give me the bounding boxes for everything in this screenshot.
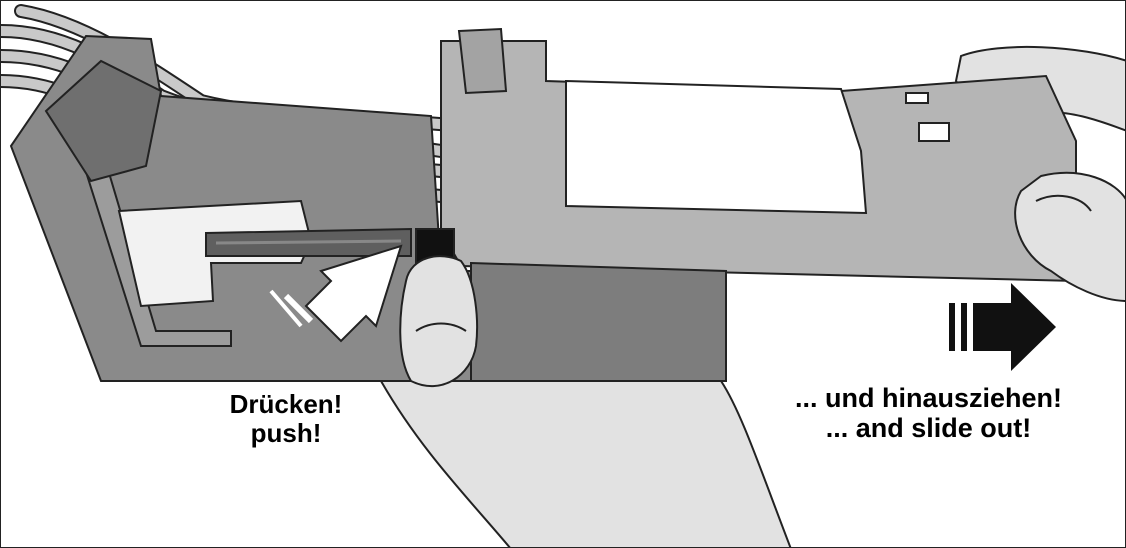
slide-arrow-icon: [949, 283, 1056, 371]
right-thumb: [1014, 171, 1125, 302]
housing-top-clip: [457, 27, 508, 95]
slide-label: ... und hinausziehen! ... and slide out!: [731, 383, 1125, 444]
housing-slot-2: [918, 122, 950, 142]
label-window: [565, 79, 868, 215]
push-label-de: Drücken!: [229, 389, 343, 419]
push-arrow-icon: [269, 244, 403, 343]
wire-sheath: [44, 59, 163, 183]
pushing-thumb: [399, 255, 479, 387]
left-hand: [379, 380, 792, 547]
slide-label-de: ... und hinausziehen!: [794, 383, 1062, 413]
slide-label-en: ... and slide out!: [825, 413, 1032, 444]
push-label: Drücken! push!: [141, 389, 431, 449]
housing-lower-block: [470, 261, 727, 382]
housing-slot-1: [905, 92, 929, 104]
push-label-en: push!: [250, 418, 322, 449]
